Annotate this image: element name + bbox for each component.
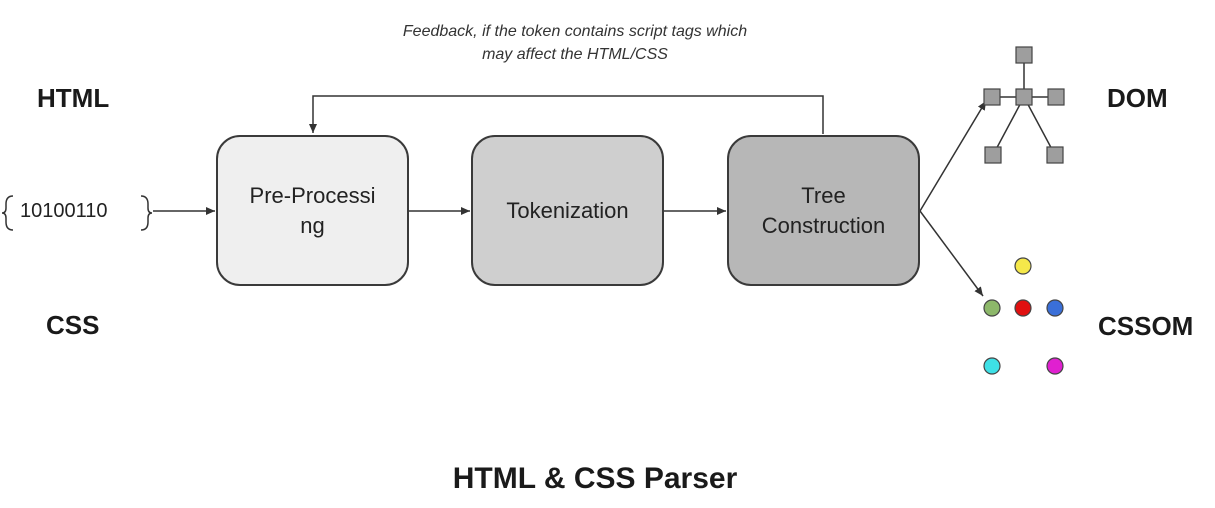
stage-label: Tree Construction — [761, 182, 886, 238]
binary-close-brace — [140, 195, 153, 231]
dom-node — [1015, 46, 1033, 64]
cssom-node — [1046, 357, 1064, 375]
dom-node — [1046, 146, 1064, 164]
binary-input: 10100110 — [20, 200, 108, 222]
dom-node — [1015, 88, 1033, 106]
cssom-node — [1014, 257, 1032, 275]
preprocessing-stage: Pre-Processi ng — [216, 135, 409, 286]
cssom-node — [1014, 299, 1032, 317]
cssom-node — [983, 299, 1001, 317]
css-input-label: CSS — [46, 310, 100, 340]
dom-node — [984, 146, 1002, 164]
stage-label: Tokenization — [506, 197, 629, 223]
stage-label: Pre-Processi ng — [249, 182, 376, 238]
dom-tree-icon — [983, 46, 1065, 164]
feedback-note: Feedback, if the token contains script t… — [402, 23, 748, 63]
feedback-arrow — [309, 95, 824, 134]
cssom-output-label: CSSOM — [1098, 311, 1194, 341]
diagram-title: HTML & CSS Parser — [452, 462, 738, 495]
dom-node — [983, 88, 1001, 106]
arrow-tree-to-cssom — [919, 210, 984, 297]
arrow-tree-to-dom — [919, 100, 987, 212]
tree-construction-stage: Tree Construction — [727, 135, 920, 286]
cssom-nodes-icon — [983, 257, 1064, 375]
cssom-node — [983, 357, 1001, 375]
tokenization-stage: Tokenization — [471, 135, 664, 286]
html-input-label: HTML — [37, 83, 110, 113]
dom-output-label: DOM — [1107, 83, 1168, 113]
cssom-node — [1046, 299, 1064, 317]
binary-open-brace — [1, 195, 14, 231]
dom-node — [1047, 88, 1065, 106]
